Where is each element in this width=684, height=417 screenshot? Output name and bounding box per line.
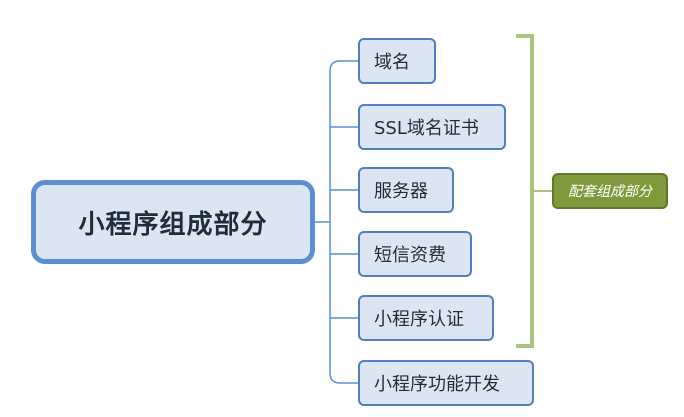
node-ssl-certificate: SSL域名证书: [358, 104, 506, 150]
root-node-label: 小程序组成部分: [78, 209, 268, 240]
branch-spine: [329, 60, 341, 384]
node-server: 服务器: [358, 167, 454, 213]
root-node: 小程序组成部分: [31, 180, 315, 264]
node-label: 域名: [374, 52, 410, 73]
node-feature-development: 小程序功能开发: [358, 360, 534, 406]
bracket: [516, 34, 534, 348]
node-label: 小程序认证: [374, 309, 464, 330]
node-label: 小程序功能开发: [374, 374, 500, 395]
node-domain: 域名: [358, 38, 436, 84]
node-miniprogram-certification: 小程序认证: [358, 295, 494, 341]
node-label: 短信资费: [374, 245, 446, 266]
node-label: 服务器: [374, 181, 428, 202]
node-sms-fee: 短信资费: [358, 231, 472, 277]
node-label: SSL域名证书: [374, 118, 479, 139]
tag-label: 配套组成部分: [568, 184, 652, 200]
supporting-components-tag: 配套组成部分: [552, 173, 668, 209]
